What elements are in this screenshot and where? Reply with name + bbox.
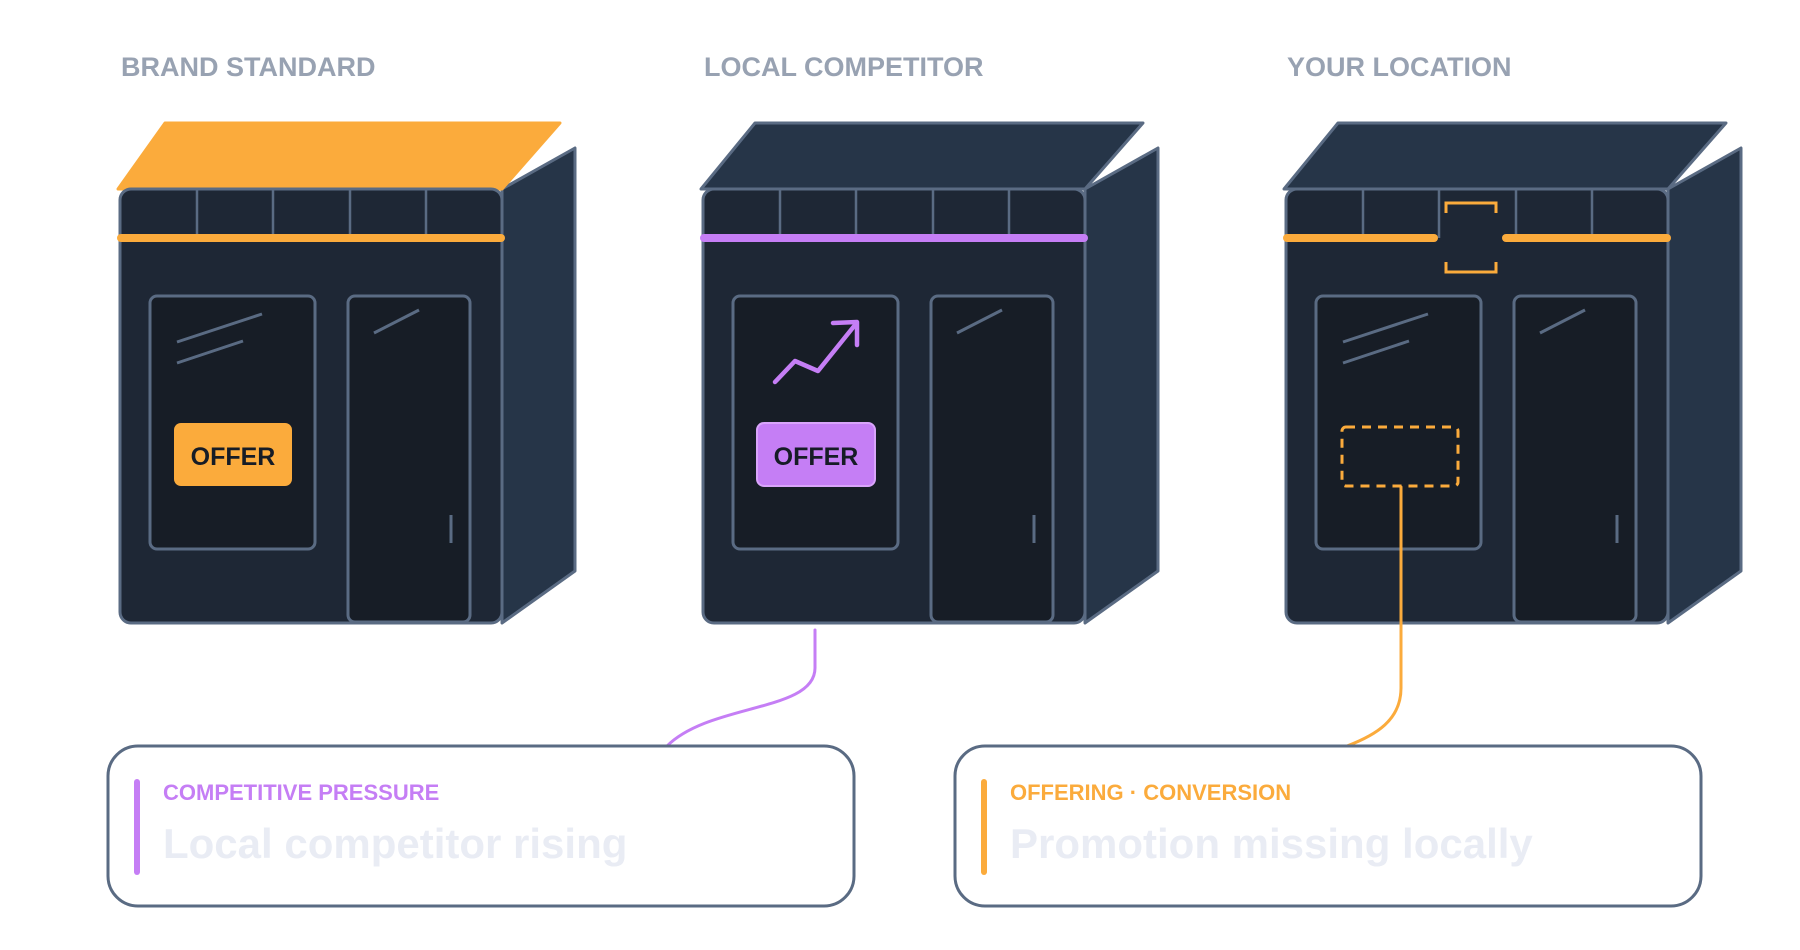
title-your-location: YOUR LOCATION [1287, 52, 1512, 82]
offer-badge-label: OFFER [774, 443, 859, 471]
card-frame [106, 744, 856, 908]
connector-location-to-card [1345, 485, 1403, 748]
store-door [929, 294, 1055, 624]
store-roof [1282, 121, 1728, 191]
title-local-competitor: LOCAL COMPETITOR [704, 52, 984, 82]
store-door [346, 294, 472, 624]
store-roof [699, 121, 1145, 191]
insight-card-competitive-pressure: COMPETITIVE PRESSURE Local competitor ri… [106, 744, 856, 908]
card-headline: Local competitor rising [163, 820, 627, 867]
store-side-wall [1666, 146, 1743, 625]
card-frame [953, 744, 1703, 908]
store-local-competitor: OFFER [699, 121, 1160, 625]
offer-badge [756, 422, 876, 487]
card-headline: Promotion missing locally [1010, 820, 1533, 867]
store-sign-band [778, 190, 1011, 238]
store-roof [116, 121, 562, 191]
store-window [148, 294, 317, 551]
store-sign-band [195, 190, 428, 238]
title-brand-standard: BRAND STANDARD [121, 52, 375, 82]
focus-bracket-icon [1444, 201, 1498, 274]
glass-reflection [176, 312, 263, 344]
connector-competitor-to-card [665, 628, 817, 748]
store-door [1512, 294, 1638, 624]
store-brand-standard: OFFER [116, 121, 577, 625]
insight-card-offering-conversion: OFFERING · CONVERSION Promotion missing … [953, 744, 1703, 908]
offer-badge [174, 423, 292, 486]
card-tag: COMPETITIVE PRESSURE [163, 780, 439, 805]
store-sign-band [1361, 190, 1594, 238]
trend-up-arrow-icon [772, 322, 858, 385]
offer-badge-label: OFFER [191, 443, 276, 471]
store-side-wall [500, 146, 577, 625]
store-your-location [1282, 121, 1743, 625]
store-side-wall [1083, 146, 1160, 625]
card-tag: OFFERING · CONVERSION [1010, 780, 1291, 805]
store-window [1314, 294, 1483, 551]
